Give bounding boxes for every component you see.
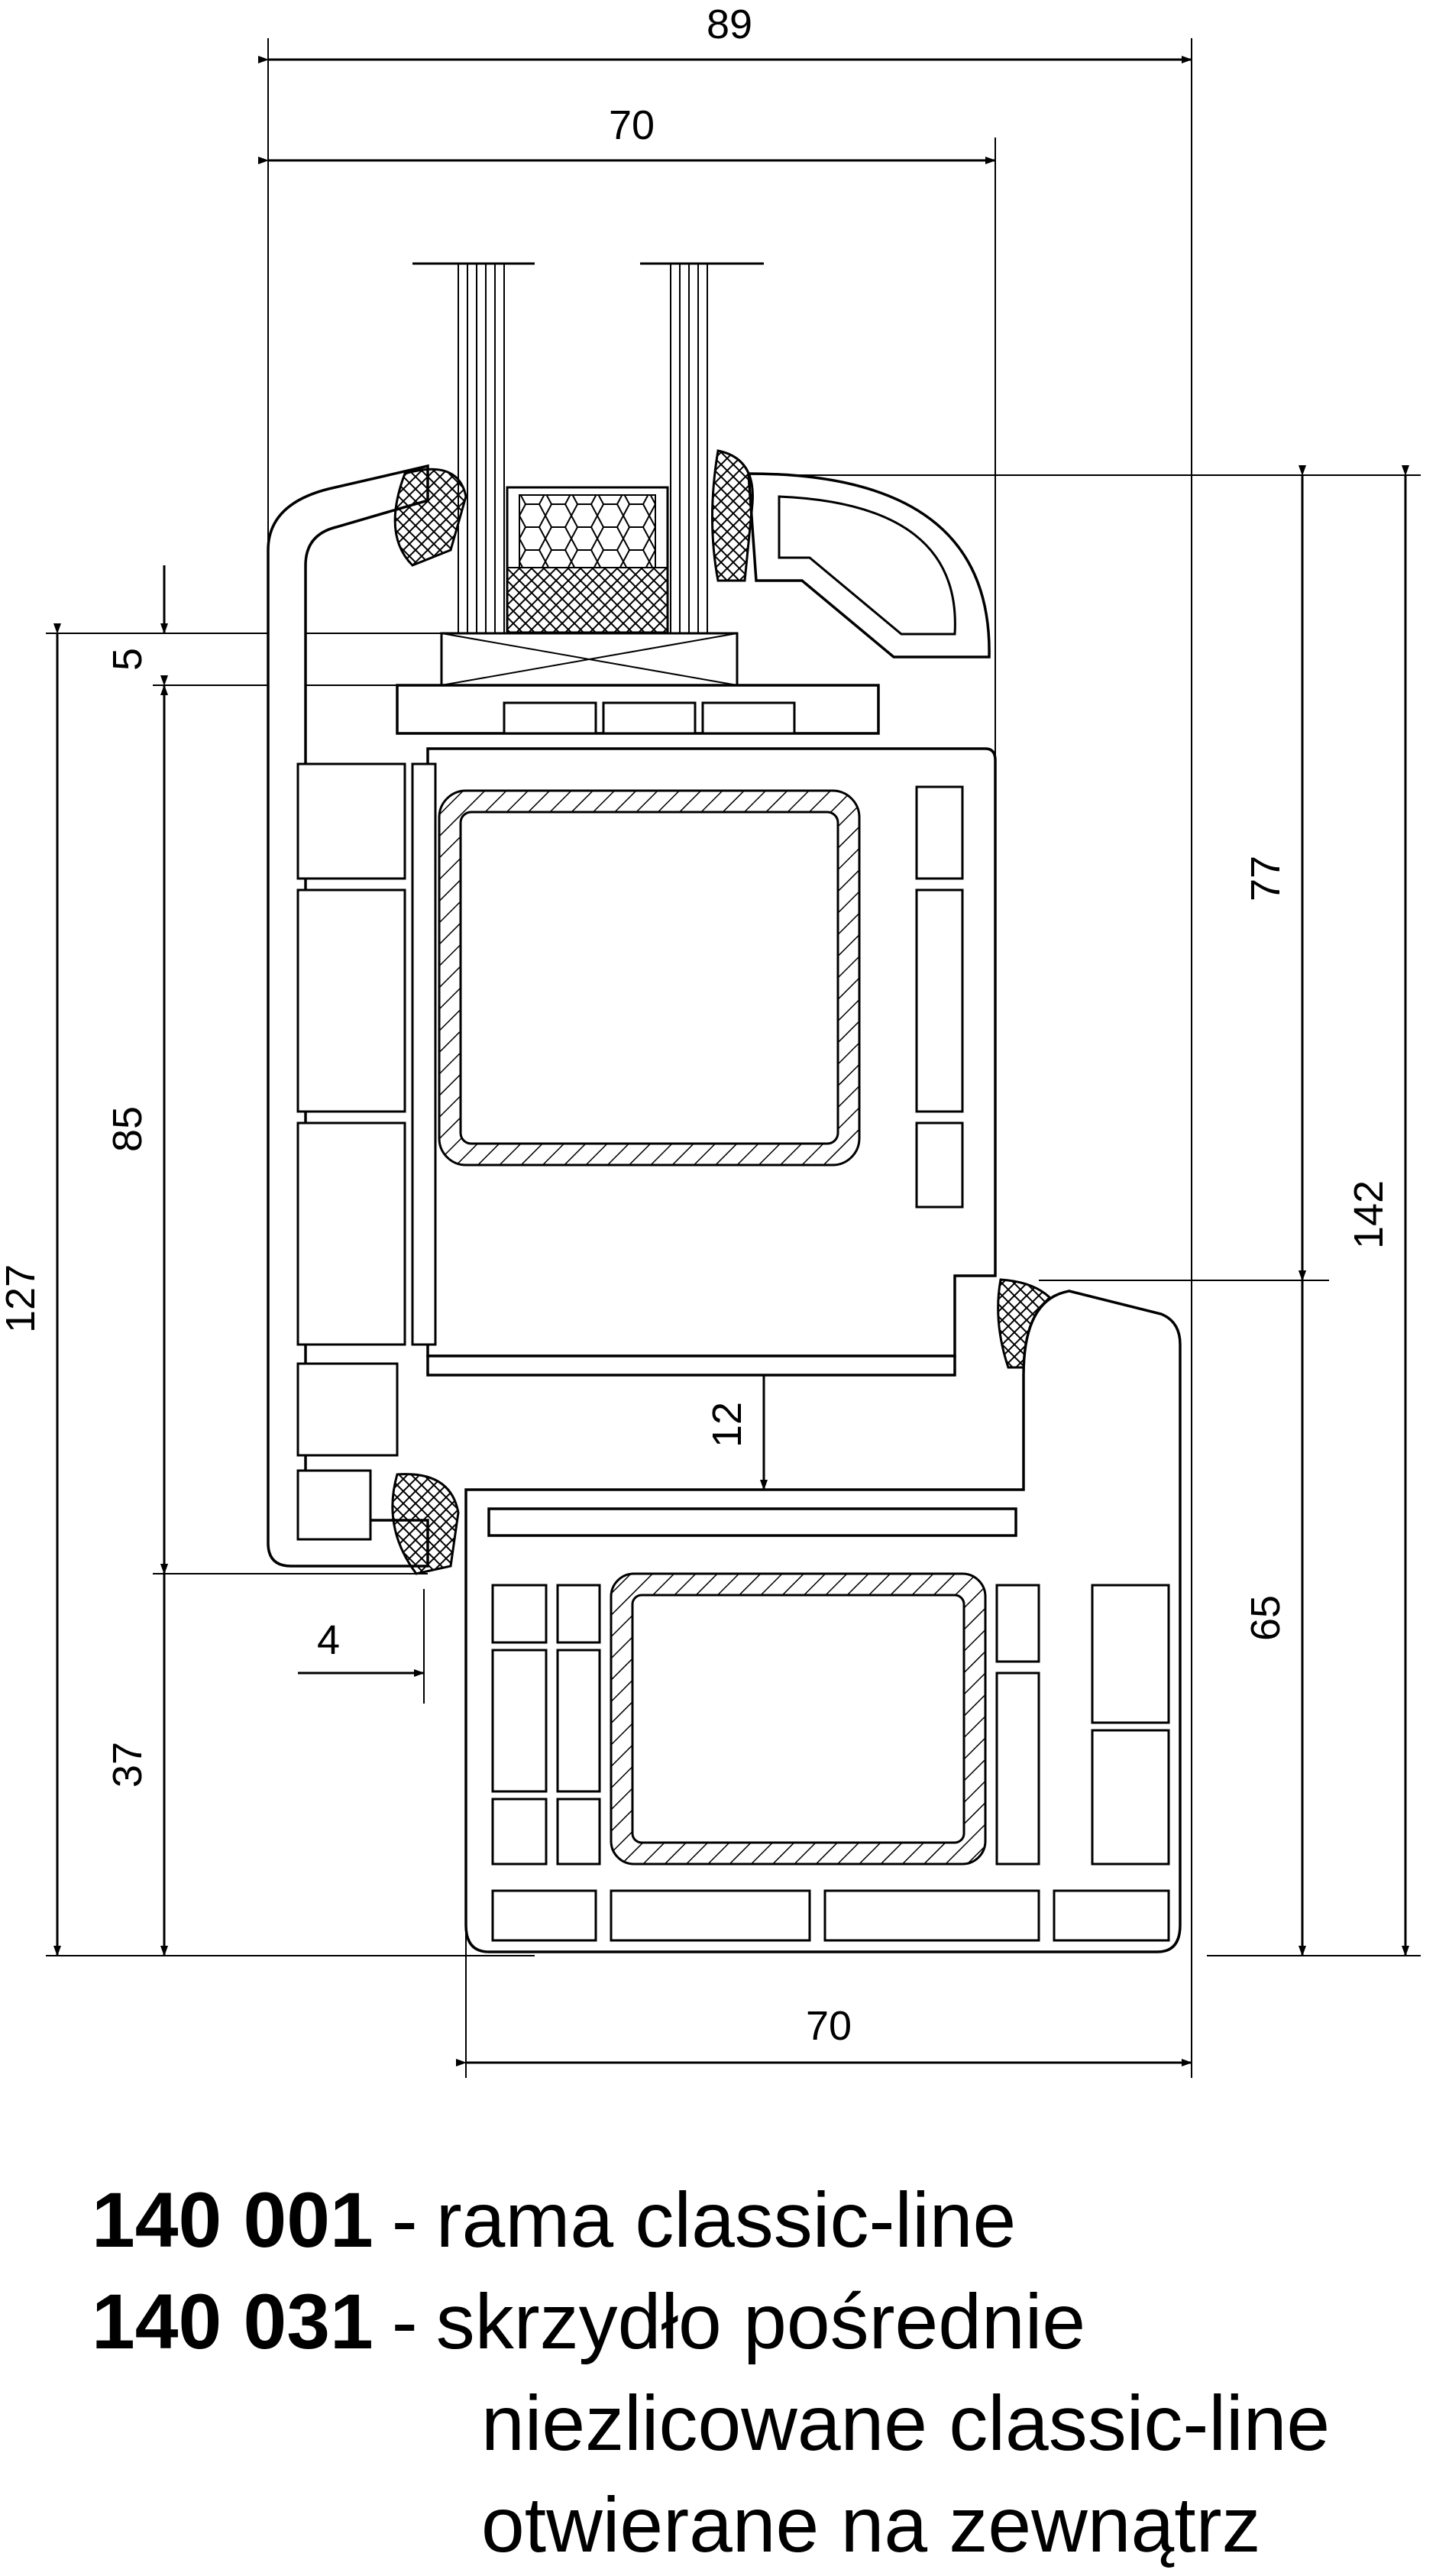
dim-label-142: 142 [1346, 1180, 1392, 1249]
legend-item-frame: 140 001 - rama classic-line [92, 2170, 1421, 2271]
glazing-unit [412, 262, 764, 687]
dim-label-12: 12 [704, 1402, 750, 1448]
legend-description-continued: niezlicowane classic-line [481, 2380, 1331, 2467]
dim-label-65: 65 [1243, 1595, 1289, 1641]
dimension-labels: 89 70 127 5 85 37 77 142 65 12 4 70 [0, 2, 1392, 2049]
frame-profile [267, 464, 997, 1568]
dim-label-127: 127 [0, 1264, 44, 1333]
legend-code: 140 031 [92, 2278, 374, 2365]
legend-description: rama classic-line [435, 2176, 1017, 2264]
profile-legend: 140 001 - rama classic-line 140 031 - sk… [92, 2170, 1421, 2576]
dim-label-85: 85 [105, 1106, 150, 1152]
dim-label-89: 89 [707, 2, 752, 47]
legend-separator: - [391, 2278, 418, 2365]
dim-label-77: 77 [1243, 856, 1289, 901]
frame-chambers [296, 762, 964, 1541]
sash-chambers [491, 1584, 1170, 1942]
window-profile-cross-section: 89 70 127 5 85 37 77 142 65 12 4 70 [0, 2, 1421, 2078]
dim-label-70-top: 70 [609, 102, 655, 148]
dim-label-4: 4 [317, 1617, 340, 1663]
legend-item-sash: 140 031 - skrzydło pośrednie [92, 2271, 1421, 2373]
sash-profile [464, 1290, 1182, 1953]
legend-description: skrzydło pośrednie [435, 2278, 1086, 2365]
legend-description-continued: otwierane na zewnątrz [481, 2481, 1261, 2568]
dim-label-70-bottom: 70 [806, 2003, 852, 2049]
legend-separator: - [391, 2176, 418, 2264]
dim-label-5: 5 [105, 648, 150, 671]
dimension-lines [46, 38, 1421, 2078]
legend-code: 140 001 [92, 2176, 374, 2264]
dim-label-37: 37 [105, 1742, 150, 1788]
